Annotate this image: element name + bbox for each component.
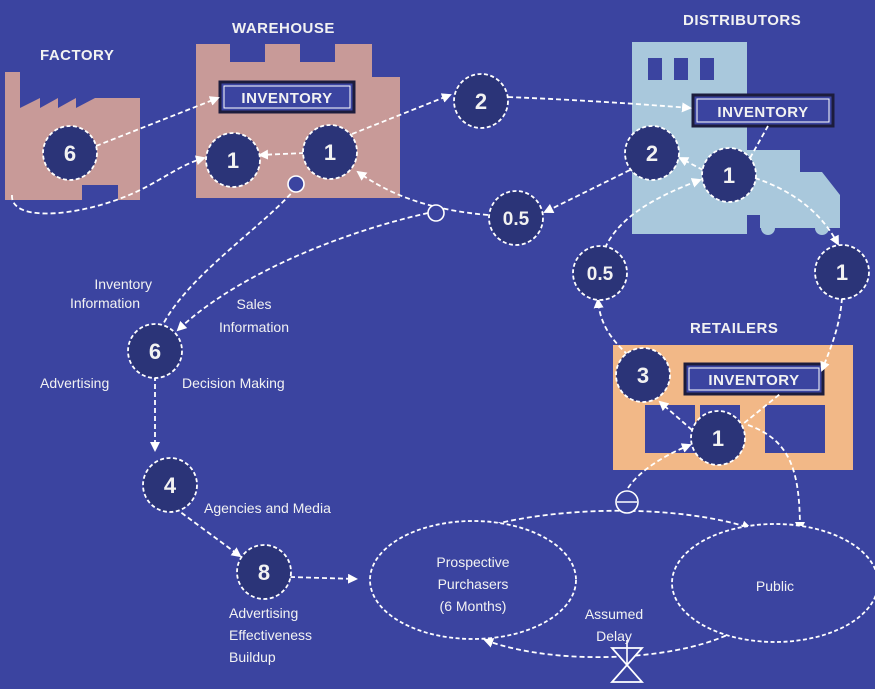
decision-delay-value: 6 bbox=[149, 339, 161, 364]
warehouse-out-delay-node: 1 bbox=[303, 125, 357, 179]
assumed-delay-label-2: Delay bbox=[596, 628, 632, 644]
advertising-effectiveness-label-2: Effectiveness bbox=[229, 627, 312, 643]
distributors-to-warehouse-delay-value: 0.5 bbox=[503, 209, 530, 230]
distributors-to-warehouse-delay-node: 0.5 bbox=[489, 191, 543, 245]
retailers-inventory-label: INVENTORY bbox=[708, 372, 799, 389]
prospective-purchasers-label-2: Purchasers bbox=[438, 576, 509, 592]
warehouse-out-delay-value: 1 bbox=[324, 140, 336, 165]
warehouse-to-distributors-delay-node: 2 bbox=[454, 74, 508, 128]
distributors-out-delay-value: 1 bbox=[723, 163, 735, 188]
factory-delay-value: 6 bbox=[64, 141, 76, 166]
agencies-media-label: Agencies and Media bbox=[204, 500, 331, 516]
decision-delay-node: 6 bbox=[128, 324, 182, 378]
factory-title: FACTORY bbox=[40, 47, 114, 64]
retailers-out-delay-node: 1 bbox=[691, 411, 745, 465]
delivery-truck-icon bbox=[745, 150, 840, 235]
warehouse-in-delay-value: 1 bbox=[227, 148, 239, 173]
distributors-title: DISTRIBUTORS bbox=[683, 12, 801, 29]
inventory-information-label-2: Information bbox=[70, 295, 140, 311]
prospective-purchasers-label-1: Prospective bbox=[436, 554, 509, 570]
sales-information-label-1: Sales bbox=[236, 296, 271, 312]
retailers-title: RETAILERS bbox=[690, 320, 778, 337]
public-label: Public bbox=[756, 578, 794, 594]
retailers-inventory-box: INVENTORY bbox=[685, 364, 823, 394]
valve-icon bbox=[612, 640, 642, 682]
prospective-purchasers-label-3: (6 Months) bbox=[440, 598, 507, 614]
warehouse-in-delay-node: 1 bbox=[206, 133, 260, 187]
sales-information-label-2: Information bbox=[219, 319, 289, 335]
retailers-in-delay-node: 3 bbox=[616, 348, 670, 402]
warehouse-inventory-label: INVENTORY bbox=[241, 90, 332, 107]
agencies-delay-value: 4 bbox=[164, 473, 177, 498]
warehouse-to-distributors-delay-value: 2 bbox=[475, 89, 487, 114]
distributors-inventory-label: INVENTORY bbox=[717, 104, 808, 121]
warehouse-sensor-icon bbox=[288, 176, 304, 192]
distributors-inventory-box: INVENTORY bbox=[693, 95, 833, 126]
distributors-in-delay-value: 2 bbox=[646, 141, 658, 166]
inventory-information-label-1: Inventory bbox=[94, 276, 152, 292]
advertising-label: Advertising bbox=[40, 375, 109, 391]
decision-making-label: Decision Making bbox=[182, 375, 285, 391]
advertising-effectiveness-label-1: Advertising bbox=[229, 605, 298, 621]
advertising-delay-node: 8 bbox=[237, 545, 291, 599]
factory-delay-node: 6 bbox=[43, 126, 97, 180]
distributors-out-delay-node: 1 bbox=[702, 148, 756, 202]
retailers-in-delay-value: 3 bbox=[637, 363, 649, 388]
distributors-to-retailers-delay-value: 1 bbox=[836, 260, 848, 285]
retailers-out-delay-value: 1 bbox=[712, 426, 724, 451]
advertising-delay-value: 8 bbox=[258, 560, 270, 585]
sales-sensor-icon bbox=[428, 205, 444, 221]
retailers-to-distributors-delay-node: 0.5 bbox=[573, 246, 627, 300]
warehouse-inventory-box: INVENTORY bbox=[220, 82, 354, 112]
distributors-in-delay-node: 2 bbox=[625, 126, 679, 180]
assumed-delay-label-1: Assumed bbox=[585, 606, 643, 622]
agencies-delay-node: 4 bbox=[143, 458, 197, 512]
retailers-to-distributors-delay-value: 0.5 bbox=[587, 264, 614, 285]
distributors-to-retailers-delay-node: 1 bbox=[815, 245, 869, 299]
warehouse-title: WAREHOUSE bbox=[232, 20, 335, 37]
advertising-effectiveness-label-3: Buildup bbox=[229, 649, 276, 665]
